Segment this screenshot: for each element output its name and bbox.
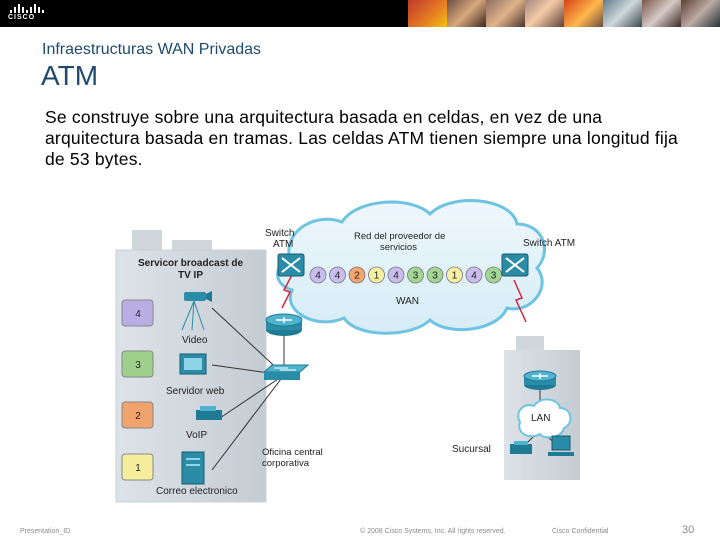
atm-cell: 3 [485,266,502,284]
slide-subtitle: Infraestructuras WAN Privadas [42,41,262,58]
cisco-logo-text: CISCO [8,14,36,21]
service-label: VoIP [186,430,207,441]
header-photo [447,0,486,27]
branch-ip-phone-icon [510,441,532,454]
service-number: 4 [135,309,141,320]
branch-router-icon [523,370,557,390]
atm-cell: 1 [446,266,463,284]
atm-cell: 4 [465,266,483,284]
footer-presentation-id: Presentation_ID [20,528,71,535]
service-label: Video [182,335,208,346]
service-number: 3 [135,360,141,371]
atm-switch-right [501,253,529,277]
voip-phone-icon [196,406,222,420]
footer-confidential: Cisco Confidential [552,528,609,535]
lan-label: LAN [531,413,550,424]
video-camera-icon [181,291,212,331]
broadcast-server-title-2: TV IP [178,270,203,281]
service-label: Correo electronico [156,486,238,497]
header-photo [681,0,720,27]
atm-cell-number: 2 [354,271,360,282]
wan-label: WAN [396,296,419,307]
header-photo [642,0,681,27]
broadcast-server-title: Servicor broadcast de [138,258,243,269]
header-photo [486,0,525,27]
atm-cell: 3 [426,266,444,284]
atm-cell: 2 [348,266,366,284]
atm-cell-number: 4 [315,271,321,282]
header-photo-strip [408,0,720,27]
cloud-label: Red del proveedor de [354,231,445,242]
wan-cloud [276,199,546,335]
atm-cell: 1 [368,266,385,284]
switch-atm-left-label-2: ATM [273,239,293,250]
atm-cell: 4 [329,266,346,284]
atm-cell-number: 3 [491,271,497,282]
office-label-2: corporativa [262,458,310,469]
atm-cell-number: 3 [432,271,438,282]
service-box [121,401,154,429]
atm-cell-number: 1 [452,271,458,282]
cisco-logo-bars-icon [10,4,44,13]
service-box [121,350,154,378]
mail-server-icon [181,451,205,485]
slide-body-text: Se construye sobre una arquitectura basa… [45,107,678,169]
service-label: Servidor web [166,386,225,397]
atm-cell-number: 4 [471,271,477,282]
hq-switch-icon [262,364,310,380]
hq-router-icon [265,313,303,336]
header-photo [525,0,564,27]
atm-cells: 4 4 2 1 4 3 3 1 4 3 [309,266,502,284]
service-number: 1 [135,463,141,474]
header-photo [564,0,603,27]
header-photo [603,0,642,27]
atm-switch-left [277,253,305,277]
atm-cell-number: 3 [413,271,419,282]
cisco-logo: CISCO [8,4,44,23]
serial-links [281,274,527,323]
slide-title: ATM [41,60,99,91]
lan-cloud [517,398,572,439]
footer-copyright: © 2008 Cisco Systems, Inc. All rights re… [360,528,506,535]
atm-cell: 3 [407,266,424,284]
atm-cell-number: 1 [374,271,380,282]
cloud-label-2: servicios [380,242,417,253]
atm-cell-number: 4 [393,271,399,282]
header-photo [408,0,447,27]
page-number: 30 [682,524,695,536]
service-box [121,453,154,481]
office-label: Oficina central [262,447,323,458]
header-bar: CISCO [0,0,720,27]
web-server-icon [179,353,207,375]
service-box [121,299,154,327]
service-number: 2 [135,411,141,422]
atm-cell: 4 [309,266,327,284]
switch-atm-right-label: Switch ATM [523,238,575,249]
atm-cell-number: 4 [335,271,341,282]
branch-label: Sucursal [452,444,491,455]
branch-pc-icon [548,435,574,456]
atm-cell: 4 [387,266,405,284]
switch-atm-left-label: Switch [265,228,294,239]
